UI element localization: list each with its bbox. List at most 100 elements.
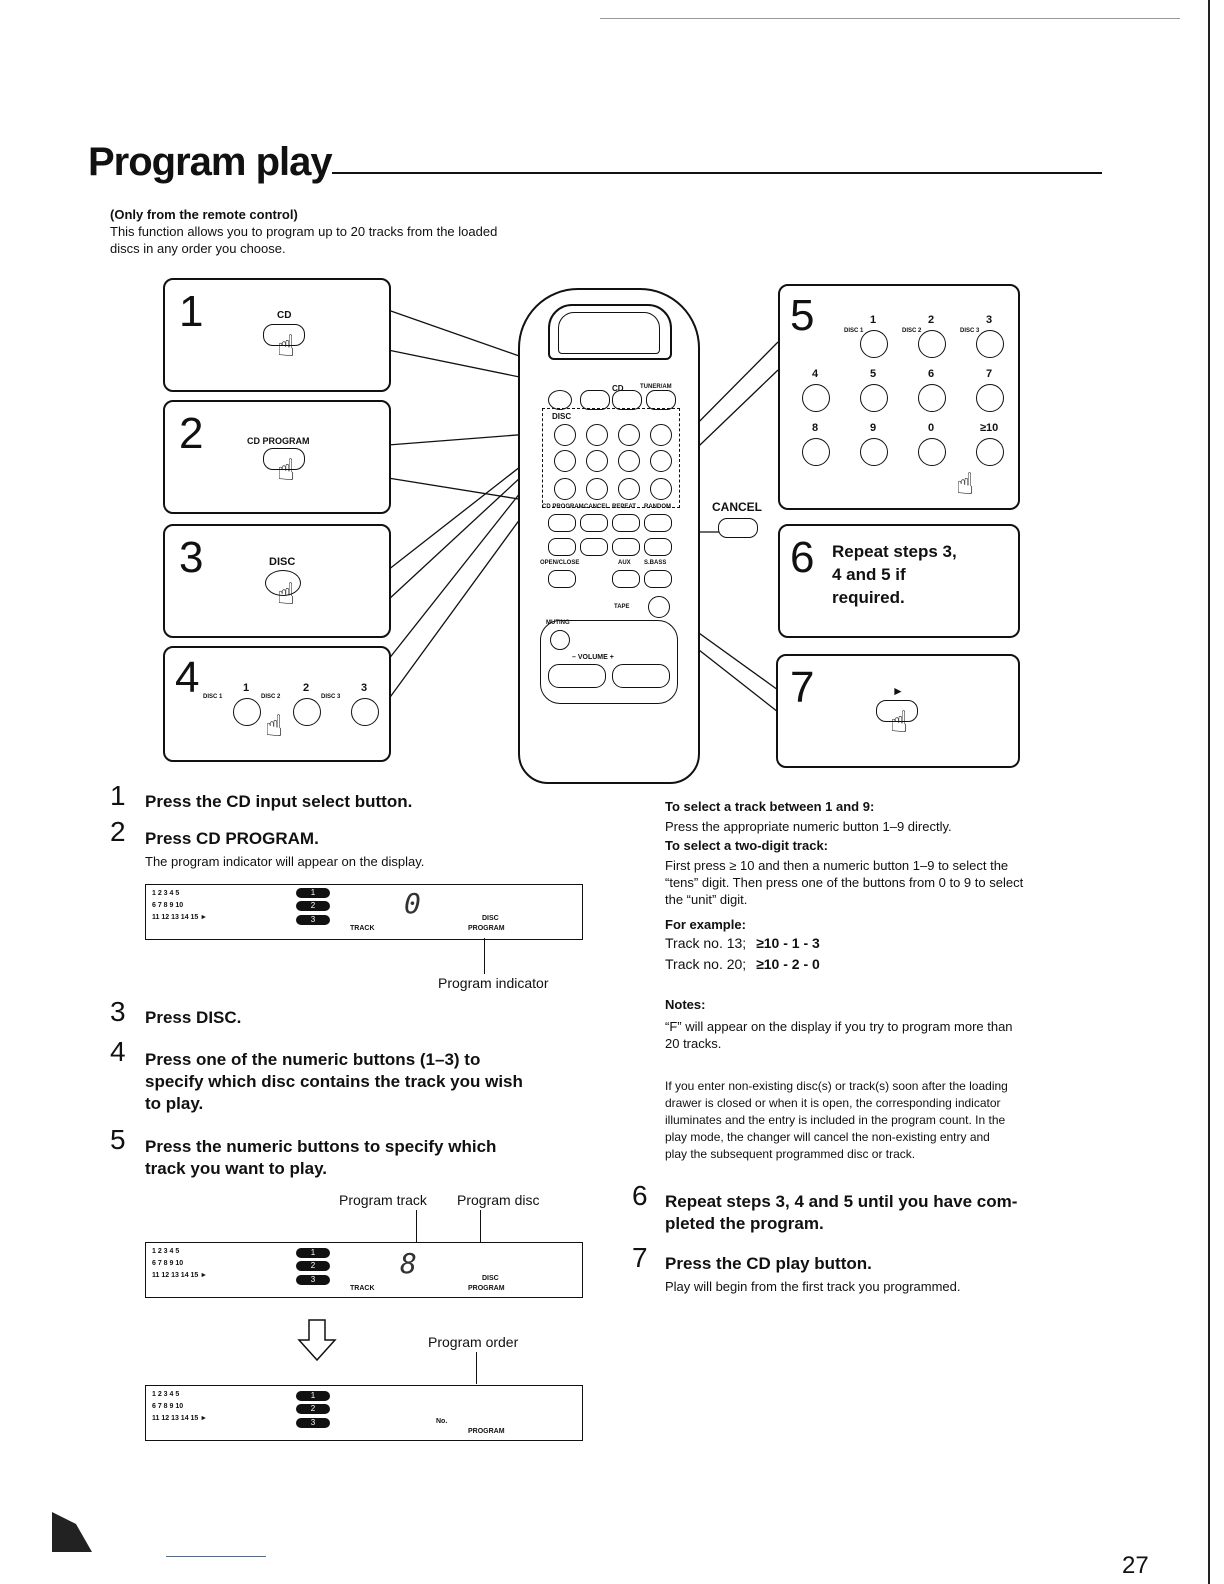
note-2-line-3: illuminates and the entry is included in… [665,1113,1006,1127]
cancel-button[interactable] [718,518,758,538]
program-indicator-leader [484,938,485,974]
display-1-disc-2: 2 [296,901,330,911]
remote-key-2[interactable] [618,424,640,446]
remote-tape-label: TAPE [614,604,630,610]
remote-disc-button[interactable] [554,424,576,446]
display-3-disc-1: 1 [296,1391,330,1401]
box-5-key-5-label: 5 [870,368,877,380]
program-order-caption: Program order [428,1334,519,1350]
box-5-key-10plus[interactable] [976,438,1004,466]
remote-ir-window [548,304,672,360]
select-two-digit-line-2: “tens” digit. Then press one of the butt… [665,875,1024,890]
remote-key-8[interactable] [554,478,576,500]
remote-cancel-button[interactable] [580,514,608,532]
remote-open-close-button[interactable] [548,570,576,588]
box-5-key-1-label: 1 [870,314,877,326]
intro-line-1: This function allows you to program up t… [110,224,498,239]
box-5-key-9[interactable] [860,438,888,466]
box-5-key-1[interactable] [860,330,888,358]
top-scan-rule [600,18,1180,19]
remote-key-5[interactable] [586,450,608,472]
display-3-disc-3: 3 [296,1418,330,1428]
box-1-number: 1 [179,287,204,336]
box-6-line-1: Repeat steps 3, [832,542,957,561]
display-1-track-label: TRACK [350,925,375,932]
step-1-number: 1 [110,780,126,811]
remote-play-button[interactable] [548,538,576,556]
example-2-label: Track no. 20; [665,956,747,972]
step-1-text: Press the CD input select button. [145,792,413,811]
remote-key-6[interactable] [618,450,640,472]
program-track-leader [416,1210,417,1242]
box-4-key-2-label: 2 [303,682,310,694]
remote-repeat-button[interactable] [612,514,640,532]
remote-key-3[interactable] [650,424,672,446]
remote-volume-label: – VOLUME + [572,654,614,661]
display-3-program-label: PROGRAM [468,1428,505,1435]
box-5-key-8[interactable] [802,438,830,466]
step-6-line-1: Repeat steps 3, 4 and 5 until you have c… [665,1192,1018,1211]
box-2-cd-program-button[interactable] [263,448,305,470]
remote-key-7[interactable] [650,450,672,472]
example-1-keys: ≥10 - 1 - 3 [756,935,820,951]
display-1-row-1: 1 2 3 4 5 [152,890,180,897]
box-3-number: 3 [179,533,204,582]
remote-next-button[interactable] [644,538,672,556]
remote-key-10plus[interactable] [650,478,672,500]
box-2-hand-icon: ☝ [277,454,296,487]
remote-top-button-2[interactable] [580,390,610,410]
box-1-cd-button[interactable] [263,324,305,346]
box-4-key-2[interactable] [293,698,321,726]
step-box-2: 2 CD PROGRAM ☝ [163,400,391,514]
remote-cd-button[interactable] [612,390,642,410]
step-7-sub: Play will begin from the first track you… [665,1279,961,1294]
box-5-key-6[interactable] [918,384,946,412]
box-5-key-4[interactable] [802,384,830,412]
box-4-hand-icon: ☝ [265,710,284,743]
step-6-line-2: pleted the program. [665,1214,824,1233]
remote-stop-button[interactable] [580,538,608,556]
box-3-disc-button[interactable] [265,570,301,596]
box-5-key-4-label: 4 [812,368,819,380]
box-4-number: 4 [175,653,200,702]
box-5-disc2-label: DISC 2 [902,328,922,334]
remote-prev-button[interactable] [612,538,640,556]
remote-tuner-label: TUNER/AM [640,384,672,390]
remote-aux-button[interactable] [612,570,640,588]
remote-tuner-button[interactable] [646,390,676,410]
remote-key-4[interactable] [554,450,576,472]
note-2-line-4: play mode, the changer will cancel the n… [665,1130,990,1144]
box-7-play-symbol: ► [892,684,904,698]
box-5-key-7[interactable] [976,384,1004,412]
box-6-number: 6 [790,533,815,582]
box-7-play-button[interactable] [876,700,918,722]
step-6-number: 6 [632,1180,648,1211]
box-4-key-3[interactable] [351,698,379,726]
box-5-key-2[interactable] [918,330,946,358]
step-2-text: Press CD PROGRAM. [145,829,319,848]
display-3-row-2: 6 7 8 9 10 [152,1403,184,1410]
box-2-number: 2 [179,409,204,458]
page-title: Program play [88,140,333,184]
remote-key-0[interactable] [618,478,640,500]
down-arrow-icon [297,1319,337,1362]
box-5-key-9-label: 9 [870,422,877,434]
remote-key-1[interactable] [586,424,608,446]
remote-sbass-button[interactable] [644,570,672,588]
box-4-key-1[interactable] [233,698,261,726]
remote-tape-button[interactable] [648,596,670,618]
step-4-number: 4 [110,1036,126,1067]
remote-top-button-1[interactable] [548,390,572,410]
box-5-key-5[interactable] [860,384,888,412]
display-2-digit: 8 [400,1247,417,1280]
step-3-text: Press DISC. [145,1008,242,1027]
box-3-hand-icon: ☝ [277,578,296,611]
remote-cd-program-button[interactable] [548,514,576,532]
remote-open-close-label: OPEN/CLOSE [540,560,580,566]
remote-key-9[interactable] [586,478,608,500]
box-5-key-3[interactable] [976,330,1004,358]
display-2-row-2: 6 7 8 9 10 [152,1260,184,1267]
box-5-key-0[interactable] [918,438,946,466]
remote-random-button[interactable] [644,514,672,532]
box-5-hand-icon: ☝ [956,468,975,501]
